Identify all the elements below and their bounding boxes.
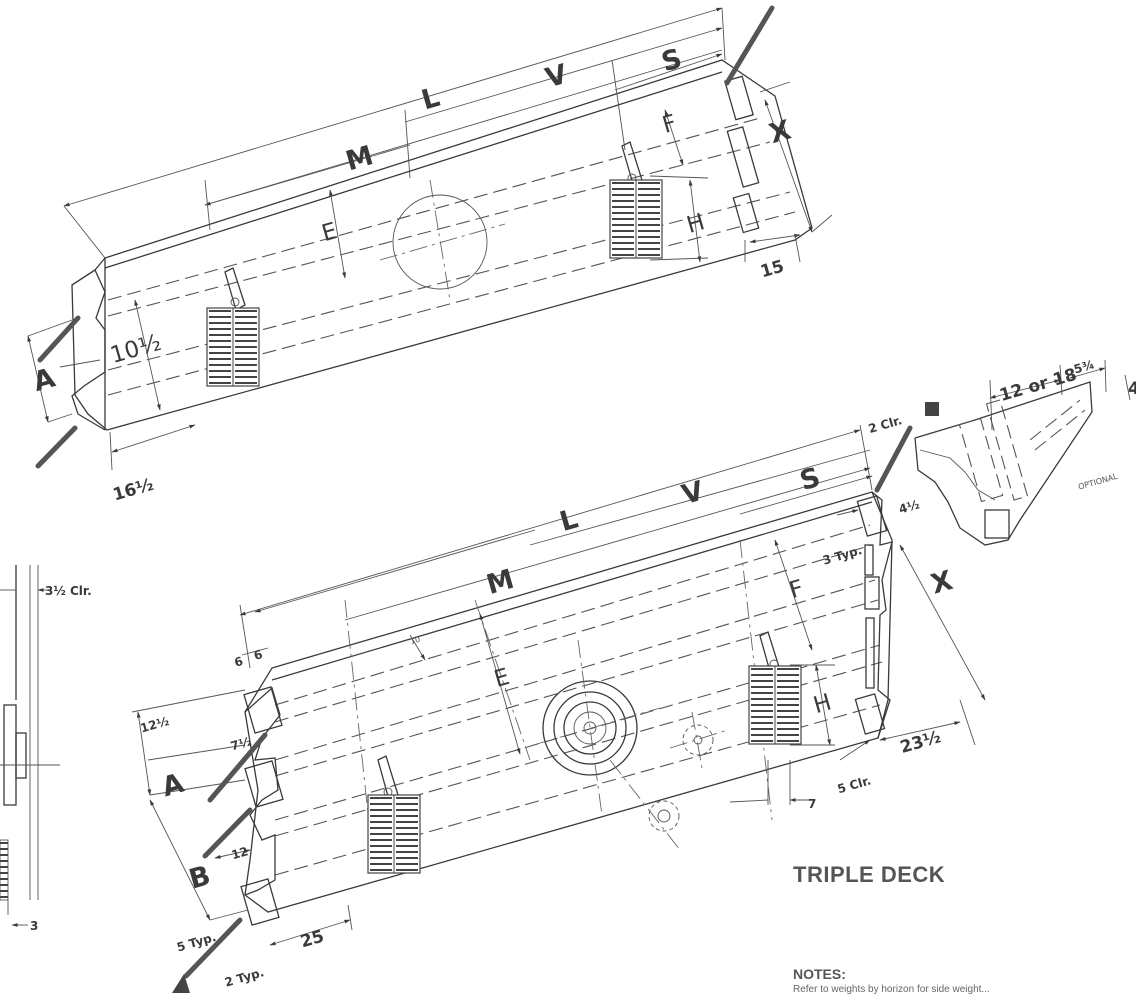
upper-deck-line-3 [107, 191, 791, 371]
optional-detail: 12 or 18 5¾ 4 OPTIONAL [914, 357, 1136, 546]
dim-12half-label: 12½ [139, 714, 171, 735]
upper-cut-mark-top [724, 5, 775, 86]
notes-heading: NOTES: [793, 966, 846, 982]
triangle-marker [172, 974, 190, 993]
dim-6b-label: 6 [252, 647, 264, 663]
lower-dim-F-label: F [787, 576, 807, 605]
square-marker [925, 402, 939, 416]
upper-dim-F-label: F [660, 110, 680, 139]
dim-6a-label: 6 [233, 654, 245, 670]
lower-dim-B-label: B [186, 860, 214, 895]
dim-5-3q-label: 5¾ [1072, 357, 1096, 376]
upper-dim-H-label: H [684, 209, 708, 239]
side-view-partial: 3½ Clr. 3 [0, 565, 92, 933]
upper-dim-L [63, 7, 723, 207]
upper-dim-15-label: 15 [758, 257, 786, 283]
optional-label: OPTIONAL [1077, 472, 1119, 492]
dim-7-label: 7 [808, 797, 816, 811]
lower-spring-left [367, 755, 421, 874]
lower-exciter [529, 639, 729, 851]
upper-dim-X-label: X [766, 114, 795, 150]
dim-23half-label: 23½ [898, 727, 943, 758]
lower-dim-H-label: H [811, 689, 835, 719]
lower-dim-L [239, 429, 861, 616]
dim-4half-label: 4½ [897, 497, 921, 516]
dim-25-label: 25 [298, 927, 326, 953]
upper-screen-body [71, 59, 813, 431]
dim-5clr-label: 5 Clr. [836, 773, 873, 796]
upper-spring-left [206, 267, 260, 387]
lower-dim-X-label: X [928, 565, 957, 601]
dim-3typ-label: 3 Typ. [821, 543, 864, 568]
dim-3half-clr-label: 3½ Clr. [45, 584, 92, 598]
lower-dim-S-label: S [797, 462, 824, 497]
upper-deck-line-2 [107, 141, 771, 317]
upper-dim-M-label: M [342, 140, 376, 177]
dim-3-label: 3 [30, 919, 38, 933]
drawing-title: TRIPLE DECK [793, 862, 946, 887]
upper-dim-L-label: L [418, 82, 443, 117]
upper-dim-V-label: V [542, 59, 571, 95]
dim-7half-label: 7½ [229, 734, 253, 753]
upper-dim-S-label: S [658, 43, 685, 78]
dim-10-label: 10 [409, 635, 421, 646]
upper-deck-line-4 [107, 211, 796, 396]
upper-spring-right [609, 141, 663, 259]
notes-text: Refer to weights by horizon for side wei… [793, 984, 990, 995]
upper-screen-view: L M V S F E H X A 15 10½ 16½ [27, 5, 833, 506]
upper-dim-A-label: A [30, 362, 59, 398]
lower-dim-V-label: V [679, 476, 708, 512]
lower-dim-A-label: A [159, 768, 188, 804]
dim-2typ-label: 2 Typ. [223, 965, 266, 990]
lower-screen-view: L M V S F E H X A B 2 Clr. 4½ 3 Typ. 6 6… [131, 402, 986, 993]
lower-spring-right [748, 631, 802, 745]
upper-dim-E-label: E [319, 218, 340, 247]
dim-4-label: 4 [1128, 379, 1136, 399]
dim-2clr-label: 2 Clr. [867, 413, 904, 436]
dim-12-label: 12 [230, 844, 250, 862]
upper-dim-16half-label: 16½ [111, 475, 156, 506]
lower-dim-M-label: M [483, 564, 517, 601]
lower-dim-L-label: L [556, 503, 581, 538]
lower-dim-E-label: E [491, 664, 512, 693]
